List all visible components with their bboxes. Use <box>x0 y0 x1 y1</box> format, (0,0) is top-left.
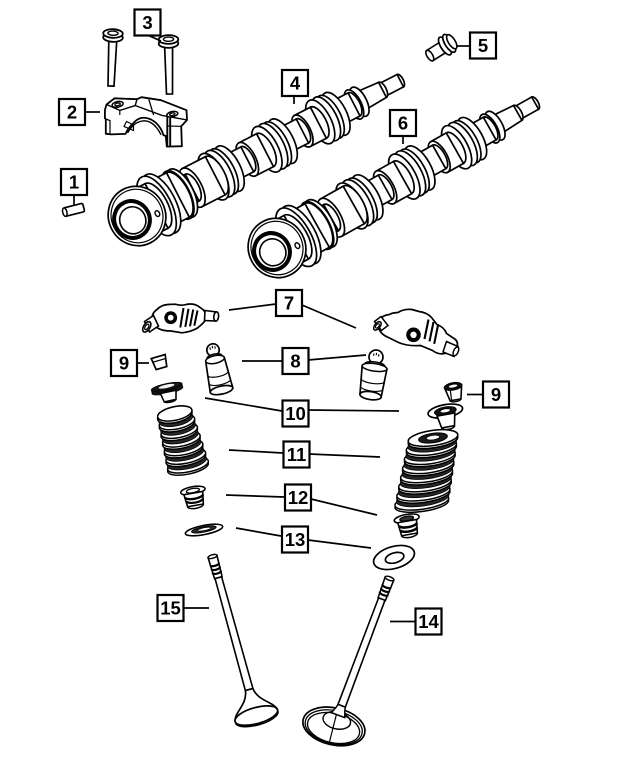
svg-text:4: 4 <box>290 73 301 94</box>
svg-text:9: 9 <box>491 384 501 405</box>
svg-text:14: 14 <box>418 611 439 632</box>
svg-text:13: 13 <box>285 529 306 550</box>
svg-text:3: 3 <box>142 12 152 33</box>
svg-text:6: 6 <box>398 113 408 134</box>
svg-text:7: 7 <box>284 293 294 314</box>
svg-text:10: 10 <box>285 403 306 424</box>
svg-text:2: 2 <box>67 102 77 123</box>
svg-text:11: 11 <box>287 444 307 465</box>
svg-text:8: 8 <box>290 351 300 372</box>
svg-text:9: 9 <box>119 353 129 374</box>
svg-text:12: 12 <box>288 487 309 508</box>
svg-text:5: 5 <box>478 35 488 56</box>
svg-text:1: 1 <box>69 172 79 193</box>
svg-text:15: 15 <box>160 598 181 619</box>
